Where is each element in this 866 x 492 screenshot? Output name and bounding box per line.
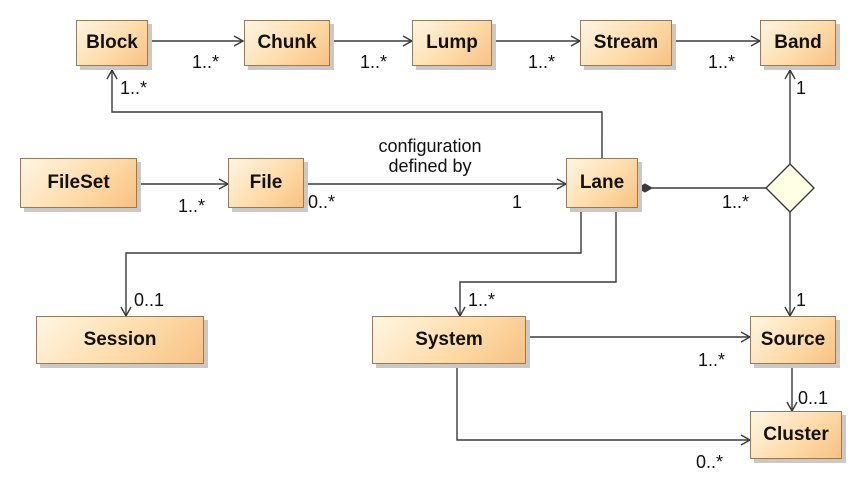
mult-chunk-lump: 1..* xyxy=(360,52,388,72)
nary-association-diamond xyxy=(765,163,815,213)
class-file[interactable]: File xyxy=(228,158,304,208)
class-block[interactable]: Block xyxy=(76,20,148,66)
mult-system-source: 1..* xyxy=(698,350,726,370)
edge-lane-session xyxy=(120,210,582,318)
mult-lump-stream: 1..* xyxy=(528,52,556,72)
edge-lane-block xyxy=(106,68,603,158)
class-cluster[interactable]: Cluster xyxy=(750,411,842,459)
class-fileset[interactable]: FileSet xyxy=(20,158,137,208)
class-stream[interactable]: Stream xyxy=(580,20,672,66)
mult-lane-session: 0..1 xyxy=(134,290,165,310)
mult-diamond-band: 1 xyxy=(796,78,807,98)
mult-source-cluster: 0..1 xyxy=(798,388,829,408)
mult-diamond-source: 1 xyxy=(796,290,807,310)
class-session[interactable]: Session xyxy=(36,316,204,364)
mult-file-lane-source: 0..* xyxy=(308,192,336,212)
mult-file-lane-target: 1 xyxy=(512,192,523,212)
mult-lane-system: 1..* xyxy=(468,290,496,310)
class-source[interactable]: Source xyxy=(750,316,836,364)
mult-fileset-file: 1..* xyxy=(178,196,206,216)
class-system[interactable]: System xyxy=(372,316,526,364)
association-name-line2: defined by xyxy=(388,156,472,176)
mult-lane-block: 1..* xyxy=(120,78,148,98)
mult-block-chunk: 1..* xyxy=(192,52,220,72)
class-lane[interactable]: Lane xyxy=(566,158,638,208)
association-name-line1: configuration xyxy=(378,136,482,156)
class-chunk[interactable]: Chunk xyxy=(244,20,330,66)
edge-lane-system xyxy=(454,210,617,318)
mult-lane-diamond: 1..* xyxy=(722,192,750,212)
class-band[interactable]: Band xyxy=(760,20,836,66)
class-lump[interactable]: Lump xyxy=(412,20,492,66)
composition-diamond xyxy=(636,183,654,193)
association-name: configuration defined by xyxy=(350,136,510,176)
mult-system-cluster: 0..* xyxy=(696,452,724,472)
mult-stream-band: 1..* xyxy=(708,52,736,72)
edge-system-cluster xyxy=(456,364,752,446)
